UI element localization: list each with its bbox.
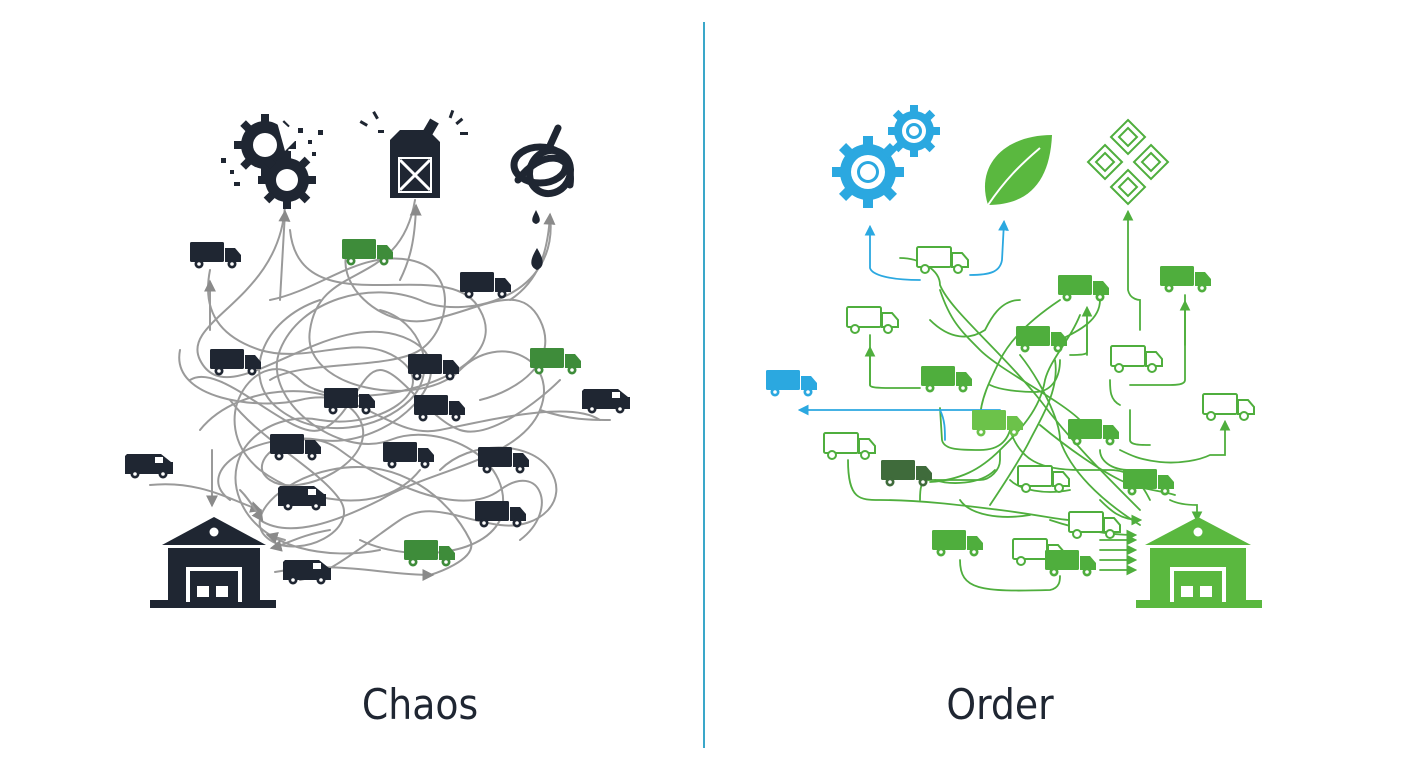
broken-gears-icon <box>221 114 323 209</box>
chaos-caption: Chaos <box>361 680 479 729</box>
truck-icon <box>932 530 983 557</box>
leaf-icon <box>984 135 1052 206</box>
truck-outline-icon <box>846 306 899 334</box>
truck-icon <box>460 272 511 299</box>
truck-icon <box>1045 550 1096 577</box>
tangled-knot-icon <box>510 124 575 198</box>
fuel-can-icon <box>359 109 468 198</box>
chaos-panel <box>125 109 630 608</box>
truck-outline-icon <box>1068 511 1121 539</box>
truck-icon <box>190 242 241 269</box>
truck-icon <box>766 370 817 397</box>
order-blue-routes <box>797 219 1009 441</box>
order-caption: Order <box>946 680 1054 729</box>
chaos-routes <box>149 199 611 581</box>
panel-divider <box>703 22 705 748</box>
truck-icon <box>1123 469 1174 496</box>
network-diamond-icon <box>1086 118 1170 206</box>
truck-icon <box>530 348 581 375</box>
van-icon <box>582 389 630 414</box>
warehouse-icon <box>150 517 276 608</box>
truck-icon <box>404 540 455 567</box>
truck-outline-icon <box>916 246 969 274</box>
gears-icon <box>832 105 940 208</box>
truck-icon <box>270 434 321 461</box>
van-icon <box>125 454 173 479</box>
van-icon <box>278 486 326 511</box>
truck-icon <box>881 460 932 487</box>
truck-outline-icon <box>823 432 876 460</box>
truck-outline-icon <box>1110 345 1163 373</box>
truck-outline-icon <box>1202 393 1255 421</box>
truck-icon <box>1068 419 1119 446</box>
warehouse-icon <box>1136 517 1262 608</box>
truck-icon <box>383 442 434 469</box>
truck-icon <box>475 501 526 528</box>
truck-icon <box>408 354 459 381</box>
van-icon <box>283 560 331 585</box>
truck-icon <box>210 349 261 376</box>
truck-icon <box>921 366 972 393</box>
truck-icon <box>1160 266 1211 293</box>
drip-icon <box>531 210 543 270</box>
truck-icon <box>1016 326 1067 353</box>
truck-icon <box>324 388 375 415</box>
truck-icon <box>1058 275 1109 302</box>
truck-icon <box>972 410 1023 437</box>
order-panel <box>766 105 1262 608</box>
